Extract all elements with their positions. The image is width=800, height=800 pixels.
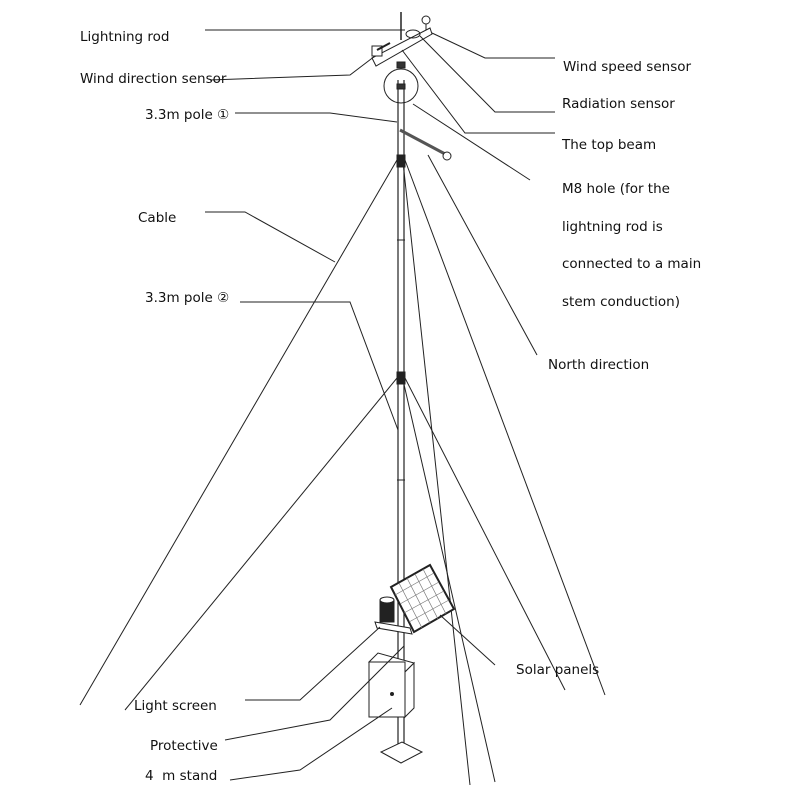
label-solar-panels: Solar panels (516, 662, 600, 678)
label-north-direction: North direction (548, 357, 650, 373)
protective-box (368, 652, 415, 719)
base-plate (379, 741, 424, 764)
label-pole-2: 3.3m pole ② (145, 290, 230, 306)
label-pole-1: 3.3m pole ① (145, 107, 230, 123)
label-light-screen: Light screen (134, 698, 217, 714)
solar-panel (389, 563, 456, 634)
m8-line-1: M8 hole (for the (562, 181, 670, 197)
m8-line-4: stem conduction) (562, 293, 680, 310)
label-wind-direction-sensor: Wind direction sensor (80, 71, 227, 87)
light-screen (374, 596, 413, 635)
guy-cables (79, 159, 606, 786)
label-cable: Cable (138, 210, 177, 226)
label-lightning-rod: Lightning rod (80, 29, 170, 45)
label-protective: Protective (150, 738, 218, 754)
lower-joint (396, 371, 406, 385)
label-wind-speed-sensor: Wind speed sensor (563, 59, 692, 75)
leader-lines (205, 29, 555, 781)
m8-line-3: connected to a main (562, 256, 702, 272)
label-m8-hole: M8 hole (for the lightning rod is connec… (562, 181, 702, 333)
label-radiation-sensor: Radiation sensor (562, 96, 675, 112)
label-top-beam: The top beam (562, 137, 657, 153)
label-stand: 4 m stand (145, 768, 218, 784)
pole (397, 12, 405, 760)
top-beam (371, 15, 452, 161)
upper-joint (396, 154, 406, 168)
m8-line-2: lightning rod is (562, 218, 663, 235)
